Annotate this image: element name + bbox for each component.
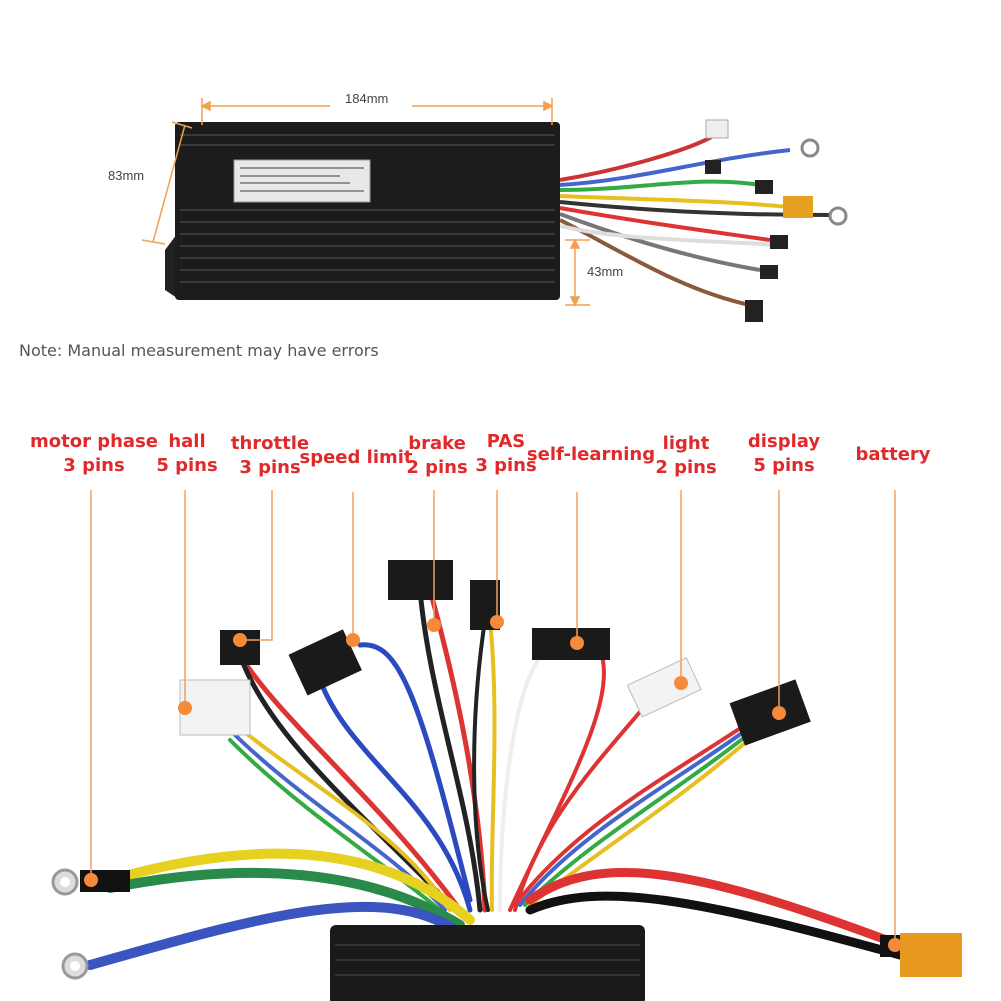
battery-marker [888,938,902,952]
connector-name: display [747,431,821,452]
hall-marker [178,701,192,715]
label-light: light 2 pins [655,432,716,480]
label-brake: brake 2 pins [406,432,467,480]
connector-pins: 2 pins [406,457,468,478]
connector-pins: 3 pins [63,455,125,476]
connector-name: throttle [230,433,310,454]
connector-name: PAS [486,431,526,452]
label-throttle: throttle 3 pins [231,432,309,480]
connector-pins: 3 pins [475,455,537,476]
connector-name: hall [168,431,206,452]
connector-pins: 5 pins [753,455,815,476]
connector-pins: 2 pins [655,457,717,478]
throttle-marker [233,633,247,647]
label-display: display 5 pins [748,430,820,478]
label-battery: battery [855,443,930,467]
connector-name: self-learning [526,444,656,465]
brake-marker [427,618,441,632]
measurement-note: Note: Manual measurement may have errors [19,341,379,360]
connector-name: light [662,433,710,454]
connector-name: speed limit [299,447,413,468]
connector-pins: 5 pins [156,455,218,476]
self-learning-marker [570,636,584,650]
speed-limit-marker [346,633,360,647]
motor-phase-marker [84,873,98,887]
controller-photo [141,98,848,322]
light-marker [674,676,688,690]
display-marker [772,706,786,720]
pas-marker [490,615,504,629]
connector-name: motor phase [29,431,159,452]
label-motor-phase: motor phase 3 pins [30,430,158,478]
connector-pins: 3 pins [239,457,301,478]
label-speed-limit: speed limit [299,446,412,470]
label-self-learning: self-learning [527,443,655,467]
label-pas: PAS 3 pins [475,430,536,478]
length-dimension: 184mm [345,91,389,106]
label-hall: hall 5 pins [156,430,217,478]
connector-name: battery [855,444,931,465]
width-dimension: 83mm [108,168,145,183]
height-dimension: 43mm [587,264,624,279]
connector-name: brake [408,433,466,454]
